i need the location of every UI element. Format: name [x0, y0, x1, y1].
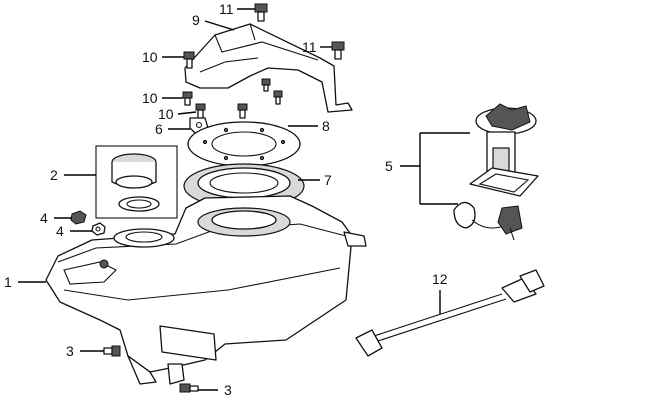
screw-left — [103, 345, 121, 357]
bolt-center-2 — [261, 78, 271, 92]
gasket-plate — [187, 121, 301, 167]
callout-8: 8 — [322, 118, 330, 134]
callout-11-top: 11 — [219, 1, 234, 17]
callout-4-lower: 4 — [56, 223, 64, 239]
bolt-10-lower — [195, 103, 206, 119]
tank-cover-bracket — [184, 23, 353, 113]
fuel-pump-assembly — [453, 103, 539, 241]
leader-10-lower — [177, 111, 197, 115]
callout-3-left: 3 — [66, 343, 74, 359]
callout-12: 12 — [432, 271, 448, 287]
callout-10-lower: 10 — [158, 106, 174, 122]
bolt-center-3 — [273, 90, 283, 105]
callout-5: 5 — [385, 158, 393, 174]
leader-5 — [400, 132, 470, 205]
callout-3-bottom: 3 — [224, 382, 232, 398]
callout-4-upper: 4 — [40, 210, 48, 226]
bolt-10-upper — [183, 51, 195, 69]
bolt-center-1 — [237, 103, 248, 119]
screw-bottom — [179, 383, 199, 393]
bolt-10-middle — [182, 91, 193, 106]
callout-10-middle: 10 — [142, 90, 158, 106]
callout-10-upper: 10 — [142, 49, 158, 65]
callout-6: 6 — [155, 121, 163, 137]
callout-1: 1 — [4, 274, 12, 290]
wire-harness — [355, 269, 545, 357]
fuel-tank-body — [45, 195, 367, 385]
callout-2: 2 — [50, 167, 58, 183]
bolt-11-top — [254, 3, 268, 22]
nut-lower — [91, 222, 106, 236]
bolt-11-right — [331, 41, 345, 60]
callout-9: 9 — [192, 12, 200, 28]
nut-upper — [70, 210, 87, 225]
fuel-cap-inset — [95, 145, 178, 219]
callout-11-right: 11 — [302, 39, 317, 55]
callout-7: 7 — [324, 172, 332, 188]
leader-9 — [204, 20, 235, 31]
